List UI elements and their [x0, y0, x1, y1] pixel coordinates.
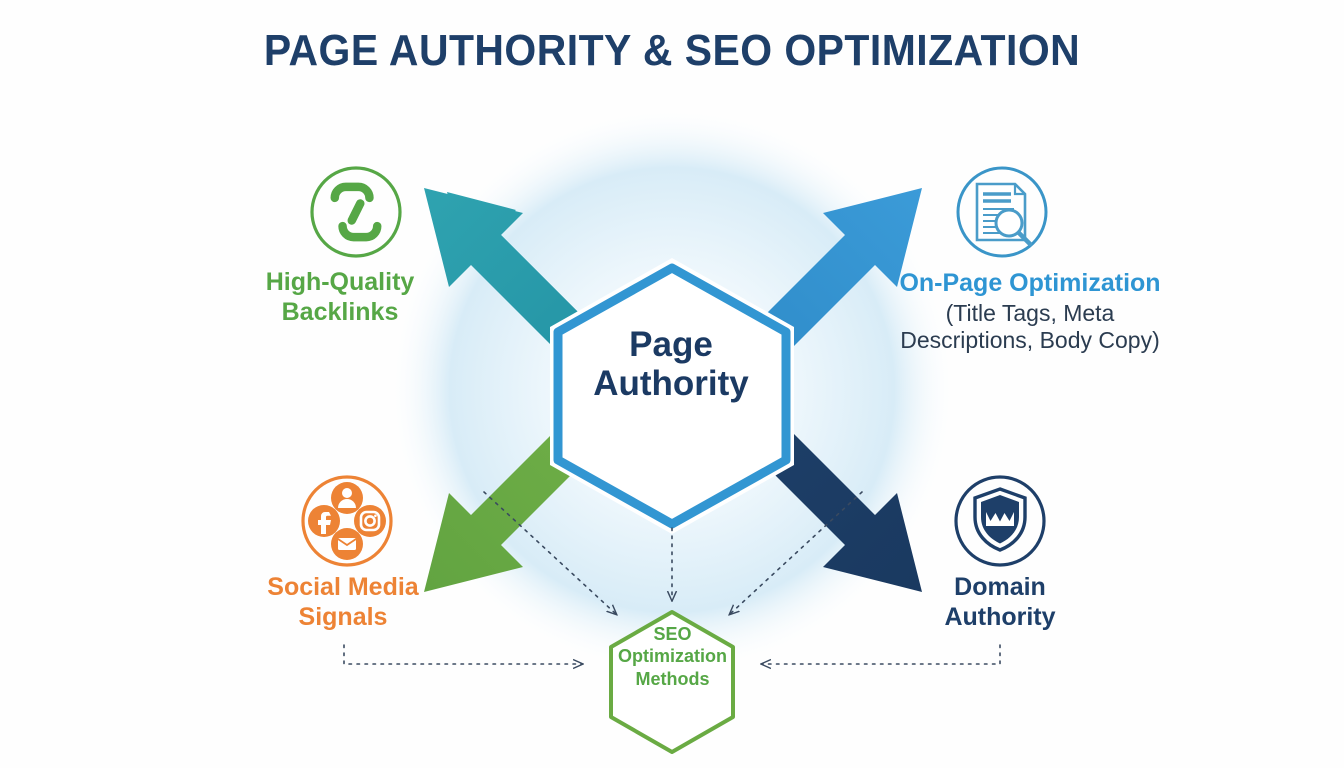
connector-domain-to-hub	[762, 644, 1001, 664]
page-title: PAGE AUTHORITY & SEO OPTIMIZATION	[263, 26, 1081, 75]
node-label-social-media: Social Media Signals	[267, 573, 419, 631]
mail-bubble	[331, 528, 363, 560]
document-search-icon	[956, 166, 1048, 258]
instagram-bubble	[354, 505, 386, 537]
dotted-connectors	[343, 491, 1001, 664]
node-label-backlinks: High-Quality Backlinks	[265, 268, 415, 326]
connector-onpage-to-hub	[730, 491, 863, 614]
arrow-to-on-page-optimization	[746, 188, 922, 364]
social-media-icon	[301, 475, 393, 567]
chain-link-icon	[310, 166, 402, 258]
node-label-domain-authority: Domain Authority	[944, 573, 1056, 631]
center-hexagon-label: Page Authority	[593, 325, 749, 404]
connector-social-to-hub	[343, 644, 582, 664]
center-hexagon[interactable]	[550, 258, 794, 534]
bottom-hub-label: SEO Optimization Methods	[618, 624, 727, 689]
bottom-hub-hexagon[interactable]	[609, 610, 735, 754]
node-label-on-page-optimization: On-Page Optimization (Title Tags, Meta D…	[860, 268, 1200, 353]
facebook-bubble	[308, 505, 340, 537]
connector-backlinks-to-hub	[483, 491, 616, 614]
arrow-to-backlinks	[424, 188, 600, 364]
node-label-on-page-sublabel: (Title Tags, Meta Descriptions, Body Cop…	[900, 300, 1160, 353]
avatar-bubble	[331, 482, 363, 514]
node-label-on-page-title: On-Page Optimization	[899, 269, 1161, 297]
shield-crown-icon	[954, 475, 1046, 567]
